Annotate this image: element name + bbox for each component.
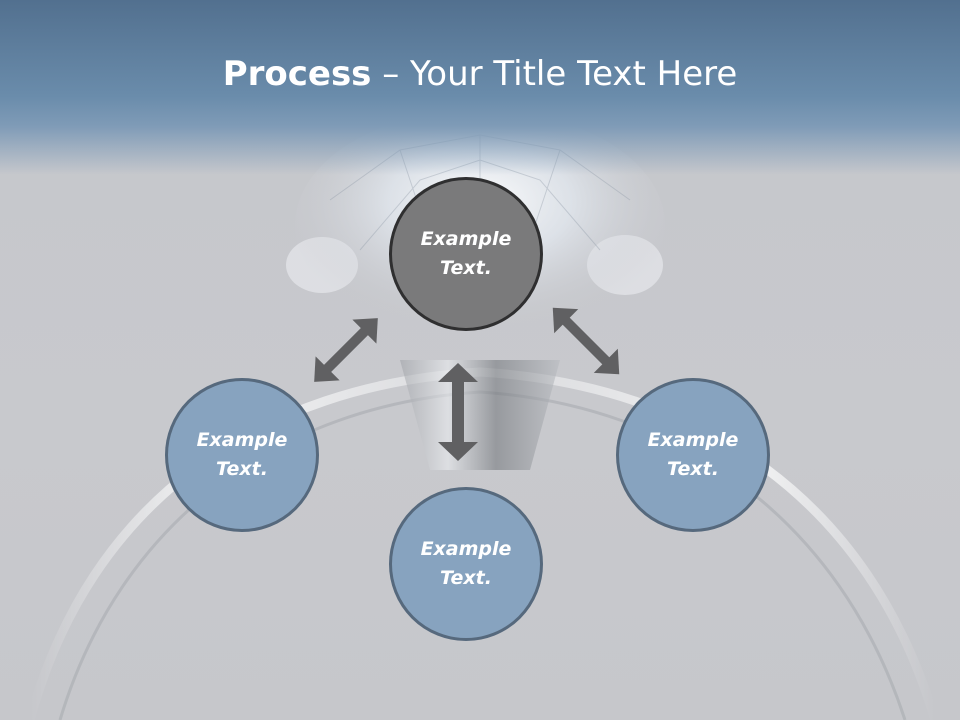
right-node-label: Example Text.: [647, 429, 739, 480]
right-node[interactable]: Example Text.: [616, 378, 770, 532]
left-node-label: Example Text.: [196, 429, 288, 480]
center-node[interactable]: Example Text.: [389, 177, 543, 331]
left-node[interactable]: Example Text.: [165, 378, 319, 532]
center-node-label: Example Text.: [420, 228, 512, 279]
title-bar: [0, 0, 960, 175]
title-bold-part: Process: [222, 54, 372, 94]
slide-title: Process – Your Title Text Here: [0, 52, 960, 96]
bottom-node[interactable]: Example Text.: [389, 487, 543, 641]
bottom-node-label: Example Text.: [420, 538, 512, 589]
title-rest-part: – Your Title Text Here: [371, 54, 738, 94]
